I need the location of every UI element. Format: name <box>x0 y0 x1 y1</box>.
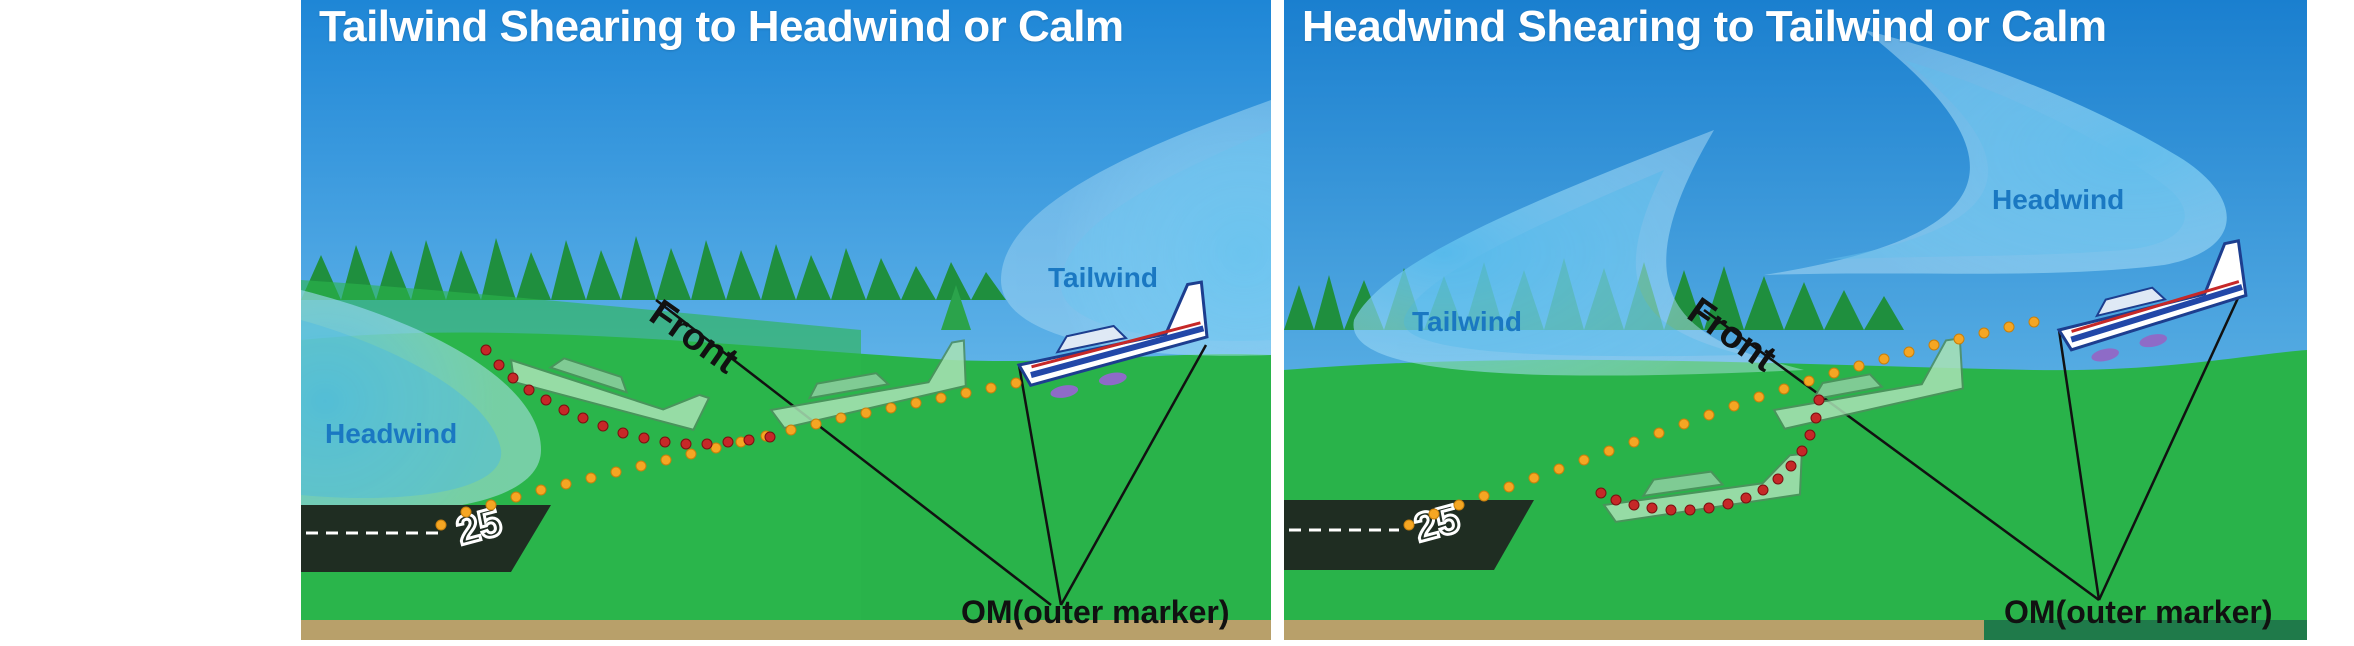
panel-right-scene: 25 <box>1284 0 2307 640</box>
ground-dark <box>1984 620 2307 640</box>
runway <box>1284 500 1534 570</box>
headwind-swirl <box>1764 30 2227 275</box>
airplane-approach <box>2056 238 2248 362</box>
panel-tailwind-to-headwind: 25 <box>301 0 1271 640</box>
tailwind-label: Tailwind <box>1048 262 1158 293</box>
flight-path-shear <box>480 344 776 450</box>
flight-path-actual <box>1403 316 2040 531</box>
panel-title: Tailwind Shearing to Headwind or Calm <box>319 2 1124 51</box>
flight-path-shear <box>1595 394 1825 516</box>
panel-title: Headwind Shearing to Tailwind or Calm <box>1302 2 2107 51</box>
flight-path-actual <box>435 377 1022 531</box>
panel-headwind-to-tailwind: 25 <box>1284 0 2307 640</box>
runway <box>301 505 551 572</box>
om-lines <box>655 299 1208 606</box>
om-lines <box>1703 284 2246 602</box>
headwind-label: Headwind <box>1992 184 2125 215</box>
outer-marker-label: OM(outer marker) <box>2004 594 2273 630</box>
airplane-ghost-2 <box>769 339 967 430</box>
headwind-label: Headwind <box>325 418 458 449</box>
panel-left-scene: 25 <box>301 0 1271 640</box>
headwind-swirl <box>301 290 541 513</box>
ground-strip <box>301 620 1271 640</box>
outer-marker-label: OM(outer marker) <box>961 594 1230 630</box>
airplane-approach <box>1016 280 1209 398</box>
tailwind-swirl <box>1353 130 1804 376</box>
tailwind-label: Tailwind <box>1412 306 1522 337</box>
